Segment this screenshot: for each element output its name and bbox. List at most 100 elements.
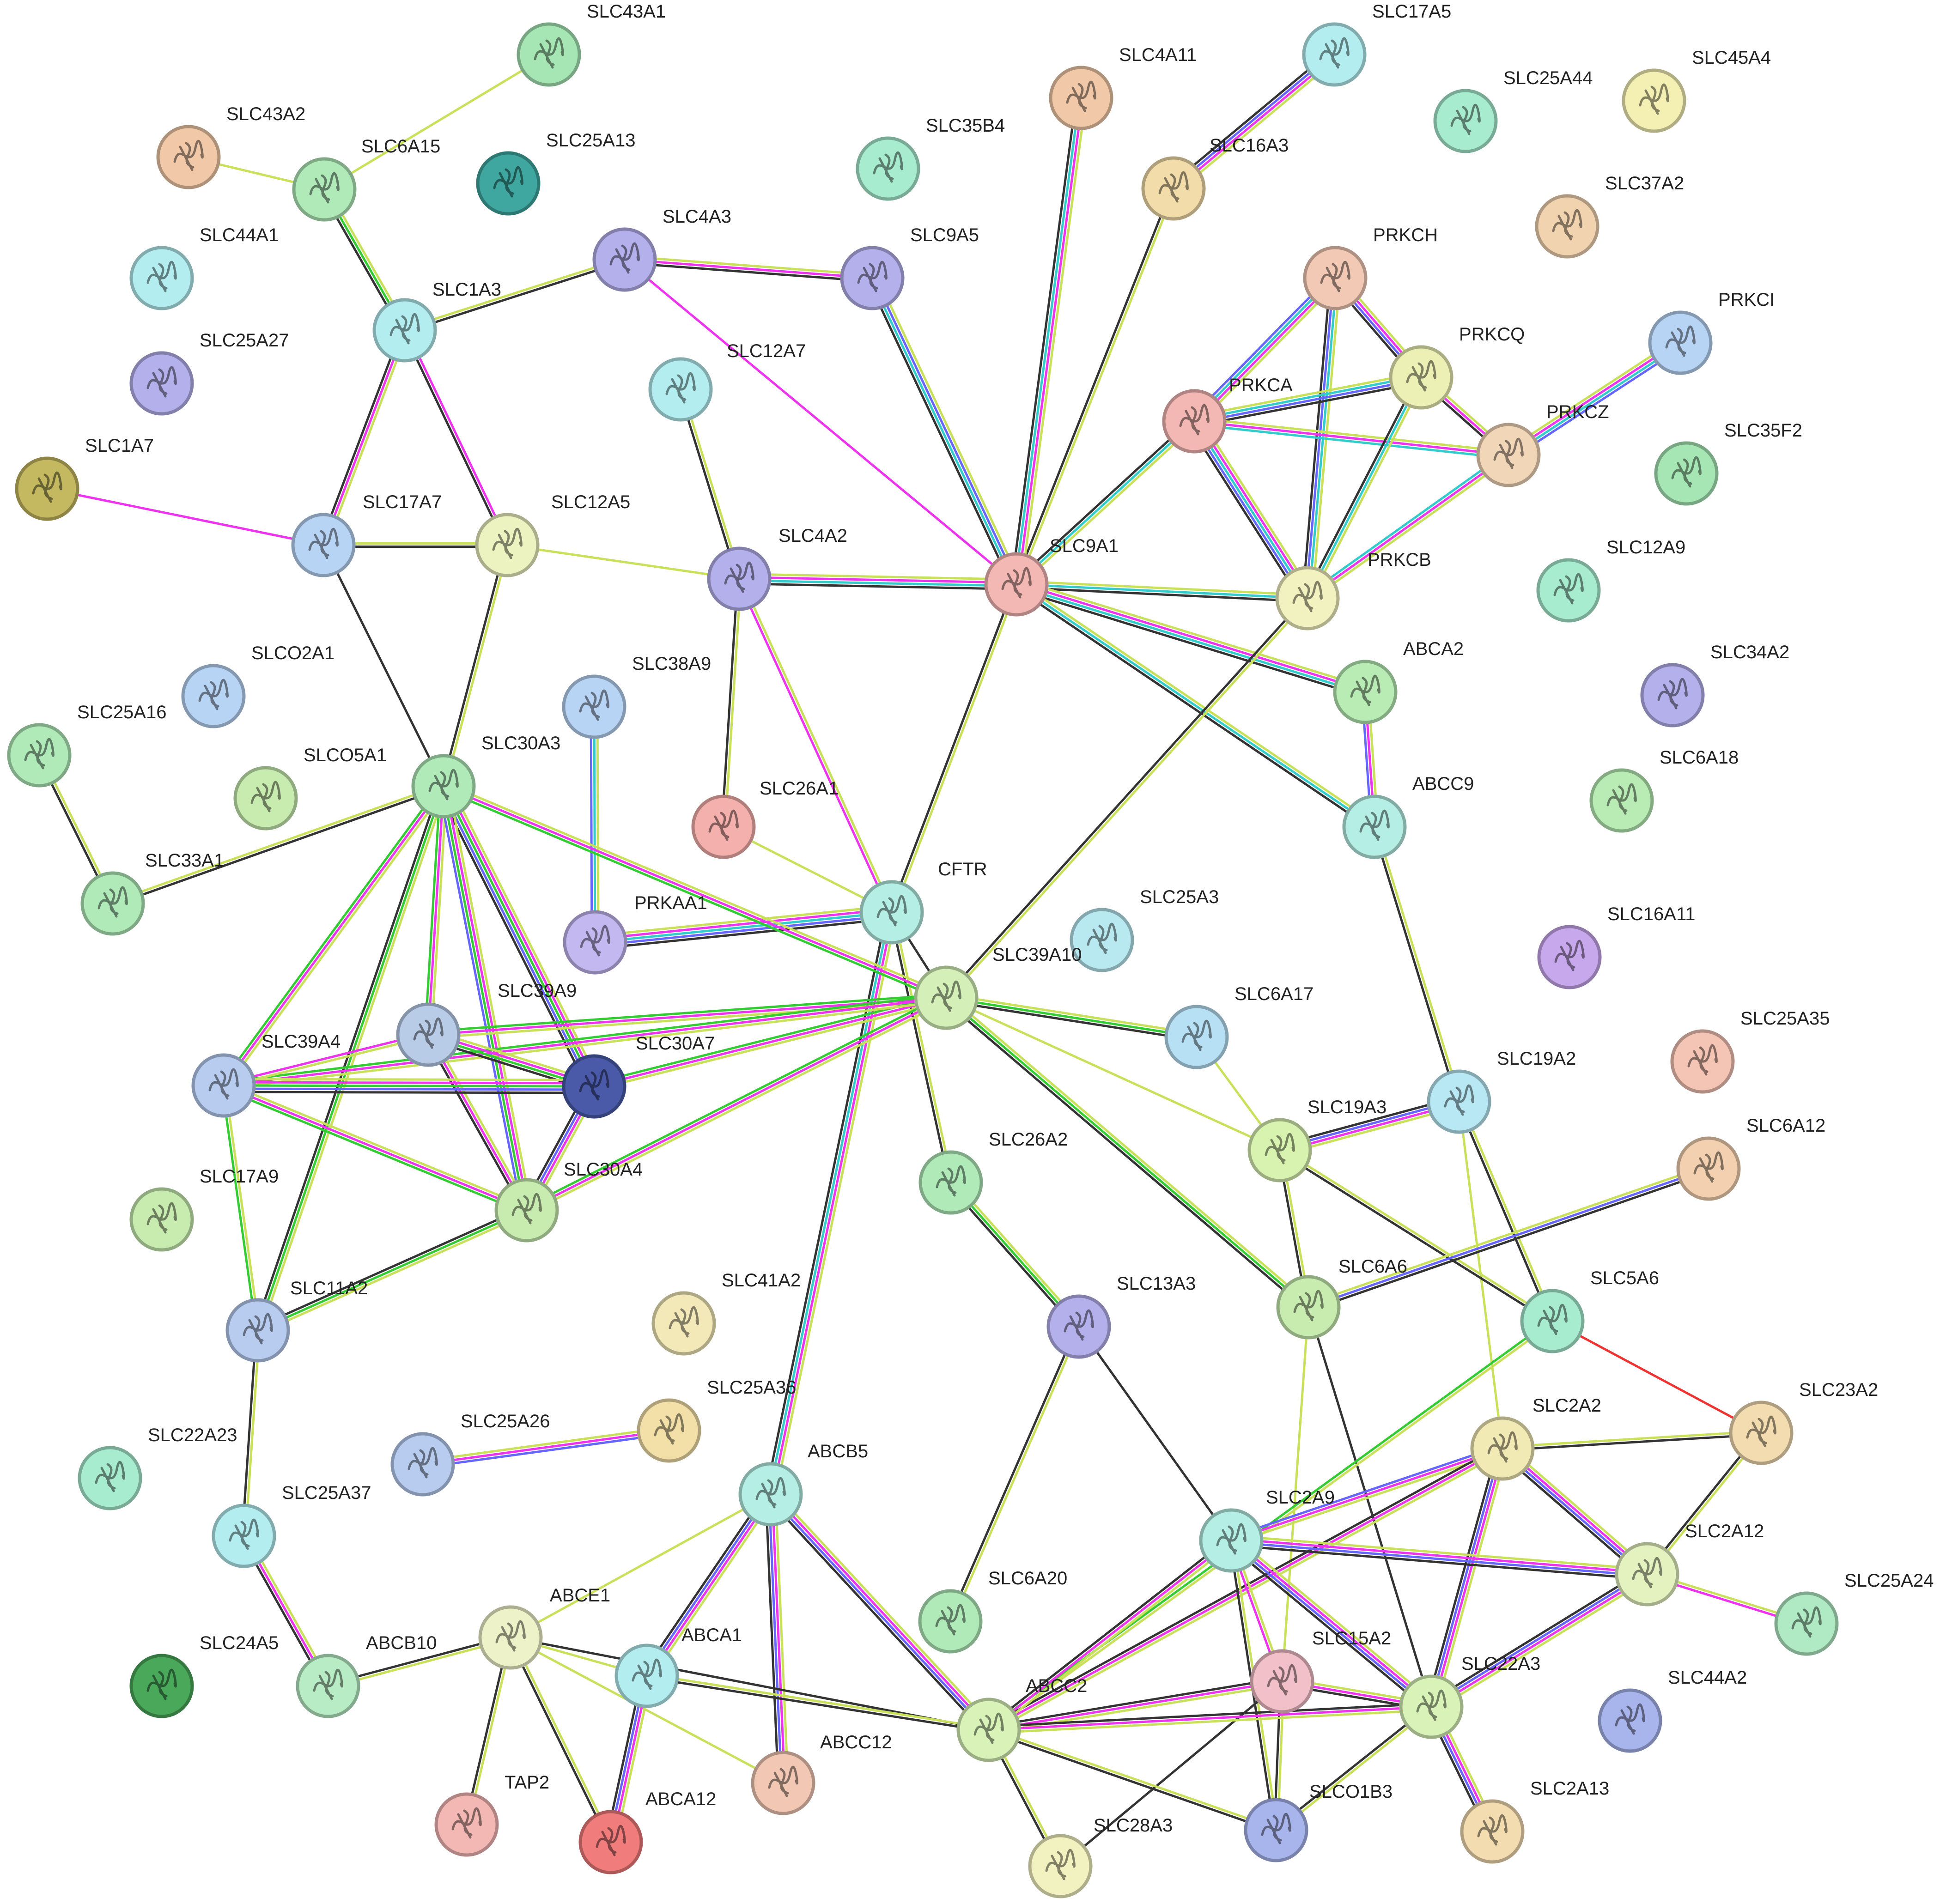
node-slc39a9[interactable]: SLC39A9 <box>396 981 577 1067</box>
node-slc25a3[interactable]: SLC25A3 <box>1070 887 1219 972</box>
node-slc2a12[interactable]: SLC2A12 <box>1615 1521 1764 1607</box>
node-slc39a10[interactable]: SLC39A10 <box>914 945 1082 1030</box>
node-slc2a9[interactable]: SLC2A9 <box>1199 1487 1335 1573</box>
protein-structure-icon <box>309 172 340 204</box>
node-slc25a27[interactable]: SLC25A27 <box>129 330 289 416</box>
node-label: SLC30A4 <box>564 1159 643 1180</box>
node-prkcq[interactable]: PRKCQ <box>1389 324 1525 410</box>
node-slc43a2[interactable]: SLC43A2 <box>156 104 305 189</box>
node-slc41a2[interactable]: SLC41A2 <box>651 1270 801 1356</box>
node-abce1[interactable]: ABCE1 <box>478 1585 610 1670</box>
node-slc25a37[interactable]: SLC25A37 <box>212 1483 371 1568</box>
node-slc43a1[interactable]: SLC43A1 <box>517 1 666 87</box>
node-slc6a12[interactable]: SLC6A12 <box>1676 1116 1825 1201</box>
node-slc16a11[interactable]: SLC16A11 <box>1537 904 1696 989</box>
node-slc4a2[interactable]: SLC4A2 <box>707 526 847 611</box>
node-slc11a2[interactable]: SLC11A2 <box>225 1278 368 1363</box>
node-label: SLC1A3 <box>432 279 501 300</box>
node-prkch[interactable]: PRKCH <box>1303 225 1438 310</box>
edge-evidence-line <box>1193 420 1309 600</box>
node-abca12[interactable]: ABCA12 <box>578 1789 716 1874</box>
node-slc19a2[interactable]: SLC19A2 <box>1427 1049 1576 1134</box>
node-slc12a5[interactable]: SLC12A5 <box>475 492 630 577</box>
node-slc35f2[interactable]: SLC35F2 <box>1654 420 1802 506</box>
node-slc25a26[interactable]: SLC25A26 <box>390 1411 550 1497</box>
node-abcb5[interactable]: ABCB5 <box>738 1441 868 1527</box>
node-label: SLC30A7 <box>636 1033 715 1054</box>
node-tap2[interactable]: TAP2 <box>434 1772 549 1857</box>
node-slc22a3[interactable]: SLC22A3 <box>1399 1654 1540 1739</box>
node-prkci[interactable]: PRKCI <box>1648 290 1775 375</box>
node-slc16a3[interactable]: SLC16A3 <box>1141 135 1289 221</box>
node-slc24a5[interactable]: SLC24A5 <box>129 1633 279 1718</box>
node-slc6a6[interactable]: SLC6A6 <box>1276 1256 1407 1340</box>
node-slc23a2[interactable]: SLC23A2 <box>1729 1380 1878 1465</box>
node-slc1a3[interactable]: SLC1A3 <box>372 279 501 363</box>
node-slc28a3[interactable]: SLC28A3 <box>1028 1815 1173 1898</box>
node-slc25a16[interactable]: SLC25A16 <box>7 702 166 788</box>
node-slc6a20[interactable]: SLC6A20 <box>918 1568 1067 1654</box>
edge-evidence-line <box>1459 1100 1555 1322</box>
node-slc17a7[interactable]: SLC17A7 <box>291 492 442 577</box>
node-slc22a23[interactable]: SLC22A23 <box>78 1425 237 1510</box>
node-slc6a17[interactable]: SLC6A17 <box>1164 984 1314 1069</box>
node-slc44a1[interactable]: SLC44A1 <box>129 225 279 310</box>
node-slc33a1[interactable]: SLC33A1 <box>80 850 224 936</box>
node-slc9a5[interactable]: SLC9A5 <box>840 225 979 310</box>
node-slc38a9[interactable]: SLC38A9 <box>562 654 711 739</box>
node-cftr[interactable]: CFTR <box>859 859 987 945</box>
node-abcb10[interactable]: ABCB10 <box>296 1633 437 1718</box>
node-slco5a1[interactable]: SLCO5A1 <box>233 745 387 831</box>
node-slc4a3[interactable]: SLC4A3 <box>592 206 731 292</box>
node-prkcb[interactable]: PRKCB <box>1275 550 1431 631</box>
node-slc30a7[interactable]: SLC30A7 <box>562 1033 715 1119</box>
node-slco2a1[interactable]: SLCO2A1 <box>181 643 334 728</box>
node-slc30a3[interactable]: SLC30A3 <box>411 733 560 819</box>
node-slc26a2[interactable]: SLC26A2 <box>918 1129 1068 1215</box>
node-slc13a3[interactable]: SLC13A3 <box>1046 1273 1196 1359</box>
node-slc44a2[interactable]: SLC44A2 <box>1598 1668 1747 1753</box>
node-abca1[interactable]: ABCA1 <box>614 1625 742 1708</box>
node-slc35b4[interactable]: SLC35B4 <box>856 115 1005 201</box>
node-slc30a4[interactable]: SLC30A4 <box>494 1159 643 1243</box>
node-slc39a4[interactable]: SLC39A4 <box>191 1031 341 1118</box>
node-slc9a1[interactable]: SLC9A1 <box>984 536 1119 617</box>
node-slc5a6[interactable]: SLC5A6 <box>1520 1268 1659 1353</box>
node-slc1a7[interactable]: SLC1A7 <box>15 436 154 521</box>
node-slc25a13[interactable]: SLC25A13 <box>476 130 635 216</box>
node-slc4a11[interactable]: SLC4A11 <box>1049 45 1197 130</box>
node-abcc9[interactable]: ABCC9 <box>1342 774 1474 859</box>
node-slc2a2[interactable]: SLC2A2 <box>1470 1395 1601 1481</box>
node-slc6a15[interactable]: SLC6A15 <box>292 136 440 222</box>
node-slc12a9[interactable]: SLC12A9 <box>1536 537 1685 623</box>
node-abcc12[interactable]: ABCC12 <box>751 1732 892 1815</box>
node-label: SLC9A1 <box>1050 536 1119 556</box>
edge-evidence-line <box>1306 376 1423 600</box>
node-slc26a1[interactable]: SLC26A1 <box>691 778 839 859</box>
node-slc12a7[interactable]: SLC12A7 <box>648 341 806 422</box>
edge-evidence-line <box>244 1329 261 1537</box>
edge-SLC39A10-SLC6A6 <box>943 994 1312 1311</box>
node-slc25a44[interactable]: SLC25A44 <box>1433 68 1593 153</box>
node-slc17a9[interactable]: SLC17A9 <box>129 1166 279 1252</box>
edge-evidence-line <box>644 1492 771 1676</box>
node-slco1b3[interactable]: SLCO1B3 <box>1244 1782 1393 1862</box>
node-prkaa1[interactable]: PRKAA1 <box>563 893 707 975</box>
node-slc34a2[interactable]: SLC34A2 <box>1640 642 1789 728</box>
node-slc2a13[interactable]: SLC2A13 <box>1460 1778 1609 1864</box>
node-slc6a18[interactable]: SLC6A18 <box>1589 747 1739 833</box>
node-abca2[interactable]: ABCA2 <box>1333 639 1464 724</box>
node-prkca[interactable]: PRKCA <box>1162 375 1293 454</box>
node-slc19a3[interactable]: SLC19A3 <box>1247 1097 1387 1182</box>
node-slc45a4[interactable]: SLC45A4 <box>1622 48 1771 133</box>
node-slc37a2[interactable]: SLC37A2 <box>1535 173 1684 259</box>
node-prkcz[interactable]: PRKCZ <box>1476 402 1609 487</box>
node-slc25a24[interactable]: SLC25A24 <box>1774 1570 1934 1656</box>
node-slc25a35[interactable]: SLC25A35 <box>1670 1008 1830 1094</box>
node-slc15a2[interactable]: SLC15A2 <box>1250 1628 1391 1714</box>
edge-SLC30A4-SLC11A2 <box>255 1206 529 1334</box>
node-slc25a36[interactable]: SLC25A36 <box>637 1377 796 1463</box>
node-slc17a5[interactable]: SLC17A5 <box>1302 1 1451 87</box>
node-abcc2[interactable]: ABCC2 <box>956 1676 1087 1762</box>
edge-SLC2A2-SLC2A9 <box>1229 1444 1505 1545</box>
